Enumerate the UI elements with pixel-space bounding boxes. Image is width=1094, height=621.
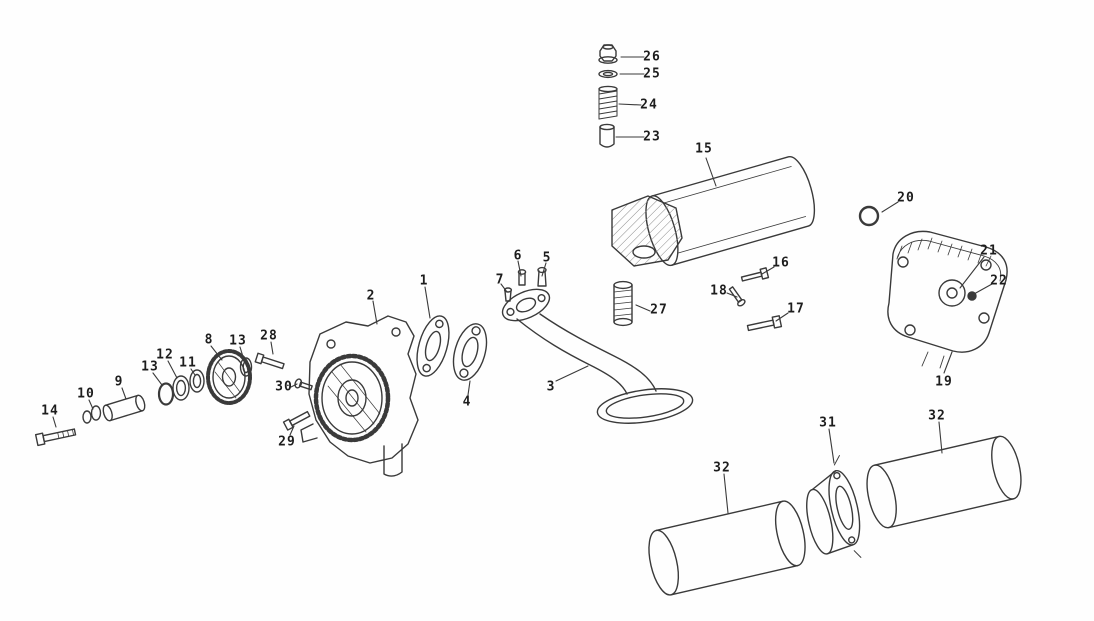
- part-bolt-14: [34, 428, 77, 447]
- part-bolt-17: [746, 315, 783, 332]
- part-gasket: [452, 323, 488, 381]
- callout-30: 30: [275, 379, 293, 395]
- callout-29: 29: [278, 434, 296, 450]
- part-ring-13a: [239, 357, 253, 377]
- callout-20: 20: [897, 190, 915, 206]
- callout-16: 16: [772, 255, 790, 271]
- part-bolt-5: [537, 266, 547, 287]
- callout-25: 25: [643, 66, 661, 82]
- part-ring-11: [189, 369, 205, 393]
- callout-23: 23: [643, 129, 661, 145]
- part-sealing-washer: [598, 69, 618, 79]
- callout-31: 31: [819, 415, 837, 431]
- part-hose-right: [866, 435, 1022, 529]
- callout-10: 10: [77, 386, 95, 402]
- part-pump-body: [300, 315, 419, 477]
- part-ring-13b: [157, 382, 175, 406]
- part-cooler-boss: [938, 279, 966, 307]
- part-ring-12: [172, 375, 190, 401]
- callout-5: 5: [542, 250, 552, 266]
- callout-26: 26: [643, 49, 661, 65]
- callout-15: 15: [695, 141, 713, 157]
- part-outlet-fitting: [613, 280, 633, 327]
- callout-17: 17: [787, 301, 805, 317]
- callout-13a: 13: [229, 333, 247, 349]
- part-screw-30: [294, 378, 313, 391]
- part-washers-10: [82, 405, 102, 424]
- callout-28: 28: [260, 328, 278, 344]
- callout-24: 24: [640, 97, 658, 113]
- callout-7: 7: [495, 272, 505, 288]
- part-pump-cover: [416, 315, 450, 377]
- part-drive-gear: [206, 349, 252, 405]
- callout-12: 12: [156, 347, 174, 363]
- part-oil-cooler: [887, 230, 1008, 369]
- callout-22: 22: [990, 273, 1008, 289]
- part-coupling-31: [806, 455, 862, 558]
- part-cooler-plug: [967, 291, 977, 301]
- part-suction-tube: [501, 288, 694, 424]
- part-spring: [598, 85, 618, 120]
- callout-2: 2: [366, 288, 376, 304]
- part-stud-18: [728, 286, 746, 307]
- part-bolt-29: [282, 410, 311, 431]
- callout-13b: 13: [141, 359, 159, 375]
- part-plunger: [599, 123, 615, 148]
- callout-9: 9: [114, 374, 124, 390]
- callout-1: 1: [419, 273, 429, 289]
- callout-18: 18: [710, 283, 728, 299]
- callout-32a: 32: [713, 460, 731, 476]
- callout-11: 11: [179, 355, 197, 371]
- part-oil-filter: [611, 155, 816, 267]
- part-o-ring: [858, 205, 880, 227]
- callout-3: 3: [546, 379, 556, 395]
- callout-27: 27: [650, 302, 668, 318]
- callout-19: 19: [935, 374, 953, 390]
- part-spacer-9: [102, 394, 146, 422]
- callout-14: 14: [41, 403, 59, 419]
- part-bolt-28: [254, 352, 285, 370]
- part-cap-nut: [598, 44, 618, 64]
- part-hose-left: [648, 500, 806, 596]
- callout-6: 6: [513, 248, 523, 264]
- part-bolt-6: [517, 269, 527, 286]
- callout-32b: 32: [928, 408, 946, 424]
- part-pump-gear: [313, 353, 391, 443]
- callout-21: 21: [980, 243, 998, 259]
- callout-8: 8: [204, 332, 214, 348]
- part-bolt-16: [740, 267, 770, 282]
- callout-4: 4: [462, 394, 472, 410]
